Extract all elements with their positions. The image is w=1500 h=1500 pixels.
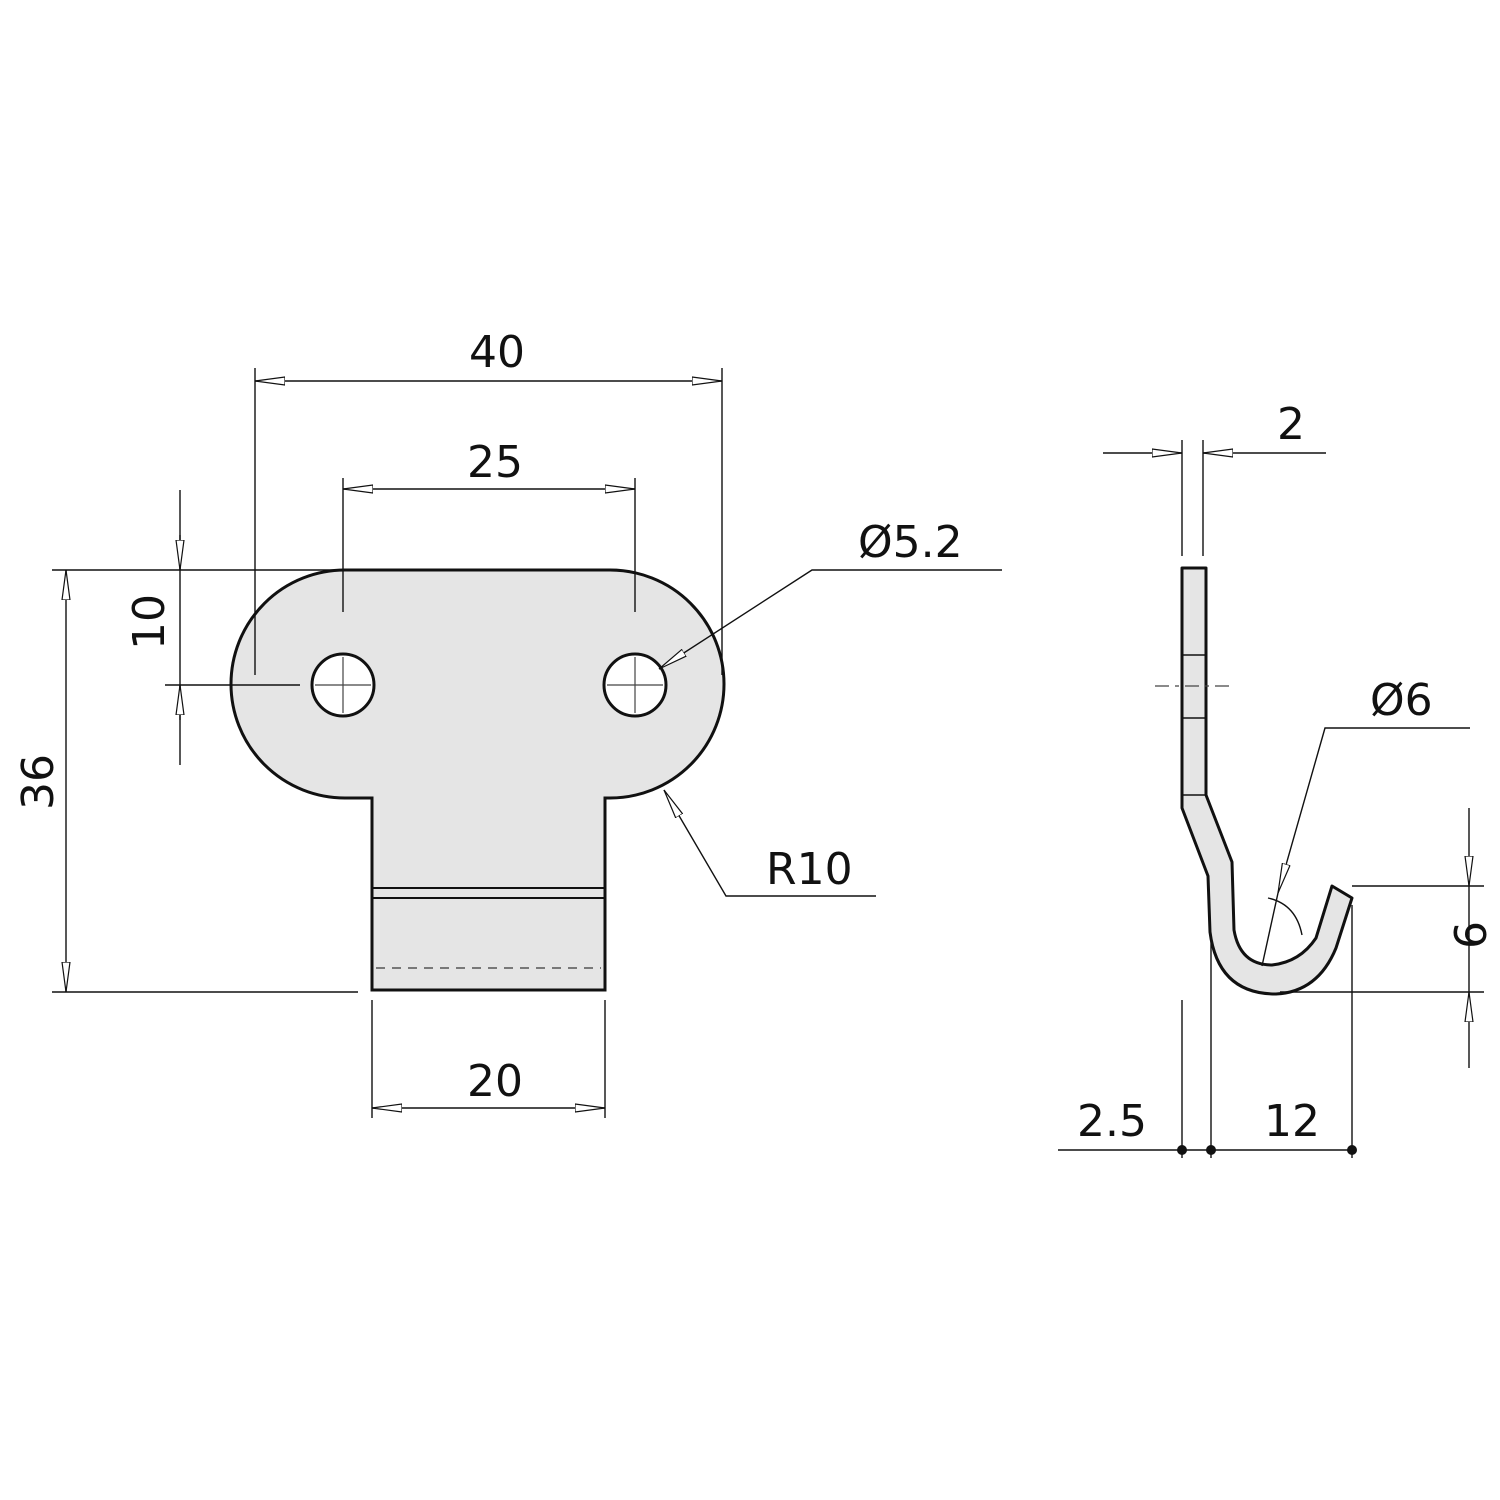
leader-hook-diameter [1277,727,1470,893]
plate-outline [229,568,726,992]
dim-tab-width: 20 [467,1056,523,1107]
front-view: 40 25 10 36 20 Ø5.2 R10 [13,327,1002,1118]
leader-extension [1261,892,1279,967]
leader-corner-radius [663,790,876,897]
dim-hole-offset: 10 [124,594,175,650]
side-view: 2 Ø6 9 2.5 12 [1058,399,1494,1158]
leader-hole-diameter [659,569,1002,670]
hook-profile [1180,566,1354,996]
dim-corner-radius: R10 [766,844,853,895]
dim-hole-diameter: Ø5.2 [858,517,963,568]
angle-arc [1267,897,1303,936]
dim-hole-spacing: 25 [467,437,523,488]
dim-point [1177,1145,1187,1155]
dim-point [1206,1145,1216,1155]
dim-hook-reach: 12 [1264,1096,1320,1147]
dim-offset: 2.5 [1077,1096,1147,1147]
dim-overall-height: 36 [13,754,64,810]
dim-hook-diameter: Ø6 [1370,675,1433,726]
dim-hook-height: 9 [1443,921,1494,949]
dim-point [1347,1145,1357,1155]
dim-overall-width: 40 [469,327,525,378]
dim-thickness: 2 [1277,399,1305,450]
